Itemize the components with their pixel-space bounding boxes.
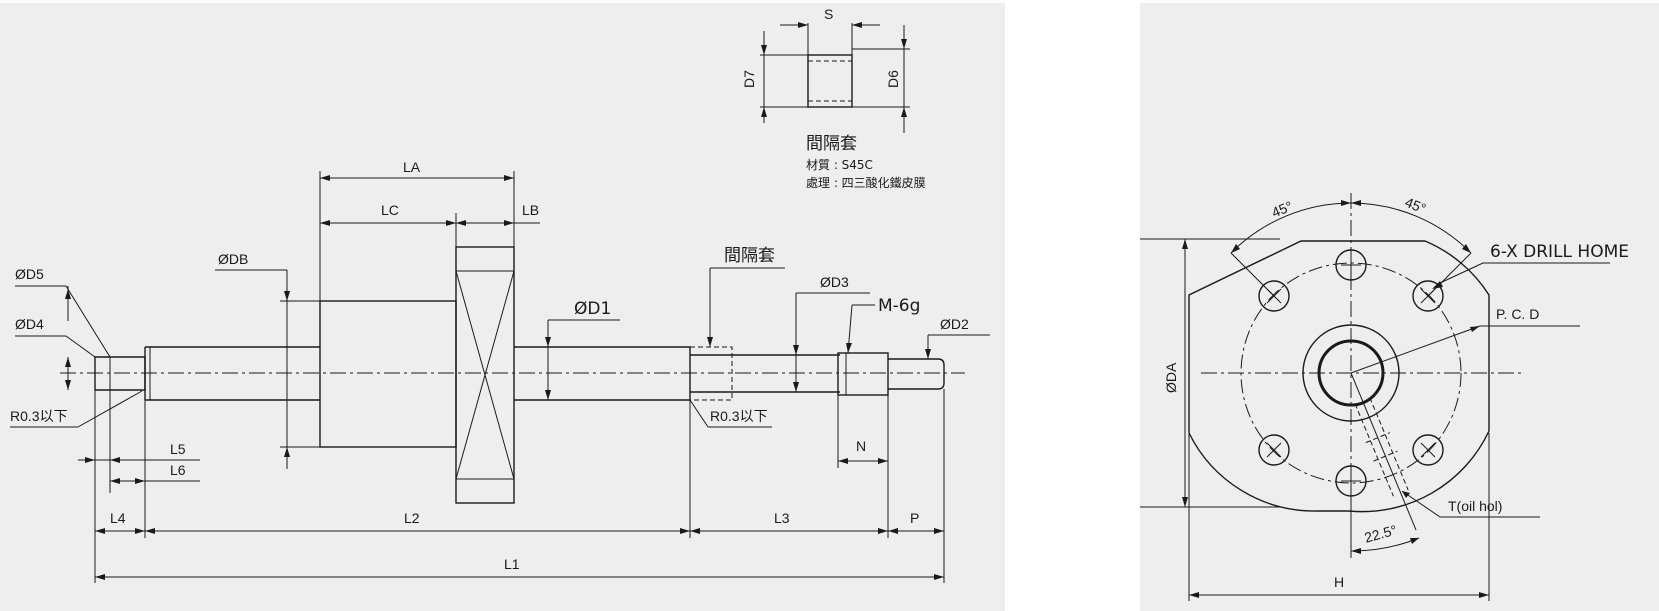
angle-oil: 22.5°	[1363, 522, 1399, 546]
dim-d5: ØD5	[15, 266, 44, 282]
dim-m6g: M-6g	[878, 296, 920, 316]
dim-p: P	[910, 510, 919, 526]
side-view-panel: S D7 D6 間隔套 材質 : S45C 處理 : 四三酸化鐵皮膜 LA LC…	[0, 3, 1005, 611]
dim-d2: ØD2	[940, 316, 969, 332]
end-view-drawing: 45° 45° 6-X DRILL HOME P. C. D ØDA T(oil…	[1140, 193, 1629, 601]
bore-inner	[1317, 339, 1385, 407]
dim-d4: ØD4	[15, 316, 44, 332]
pcd-label: P. C. D	[1496, 306, 1539, 322]
dim-d7: D7	[741, 70, 757, 88]
screw-shaft-right	[514, 346, 691, 401]
drill-hole-top	[1335, 249, 1367, 281]
dim-r-right: R0.3以下	[710, 408, 768, 424]
dim-l6: L6	[170, 462, 186, 478]
spacer-detail	[807, 54, 853, 108]
spacer-note-treatment: 處理 : 四三酸化鐵皮膜	[806, 175, 926, 190]
dim-d1: ØD1	[574, 299, 611, 319]
dim-db: ØDB	[218, 251, 248, 267]
dim-d6: D6	[885, 70, 901, 88]
drill-hole-lr	[1412, 434, 1444, 466]
flange-outline	[1188, 240, 1490, 513]
dim-d3: ØD3	[820, 274, 849, 290]
dim-lc: LC	[381, 202, 399, 218]
spacer-note-title: 間隔套	[806, 134, 857, 154]
angle-right: 45°	[1403, 194, 1429, 217]
dim-l4: L4	[110, 510, 126, 526]
thread-section	[837, 352, 889, 396]
dim-l1: L1	[504, 556, 520, 572]
bore-outer	[1302, 324, 1400, 422]
spacer-callout: 間隔套	[724, 246, 775, 266]
dim-r-left: R0.3以下	[10, 408, 68, 424]
drill-hole-ll	[1258, 434, 1290, 466]
screw-shaft-left	[144, 346, 320, 401]
dim-h: H	[1334, 574, 1344, 590]
side-view-drawing: S D7 D6 間隔套 材質 : S45C 處理 : 四三酸化鐵皮膜 LA LC…	[10, 6, 990, 583]
dim-n: N	[856, 438, 866, 454]
dim-l5: L5	[170, 441, 186, 457]
dim-la: LA	[403, 159, 421, 175]
dim-da: ØDA	[1163, 362, 1179, 393]
angle-left: 45°	[1269, 198, 1295, 221]
d3-section	[690, 354, 840, 393]
oil-hole	[1350, 372, 1417, 531]
oil-hole-label: T(oil hol)	[1448, 498, 1502, 514]
dim-lb: LB	[522, 202, 539, 218]
d2-end	[888, 358, 945, 390]
drill-label: 6-X DRILL HOME	[1490, 242, 1629, 262]
dim-l3: L3	[774, 510, 790, 526]
end-view-panel: 45° 45° 6-X DRILL HOME P. C. D ØDA T(oil…	[1140, 3, 1659, 611]
pcd-circle	[1240, 262, 1462, 484]
nut-flange	[455, 246, 515, 504]
drill-hole-bottom	[1335, 465, 1367, 497]
dim-s: S	[824, 6, 833, 22]
nut-body	[319, 300, 457, 448]
dim-l2: L2	[404, 510, 420, 526]
spacer-note-material: 材質 : S45C	[806, 157, 873, 172]
